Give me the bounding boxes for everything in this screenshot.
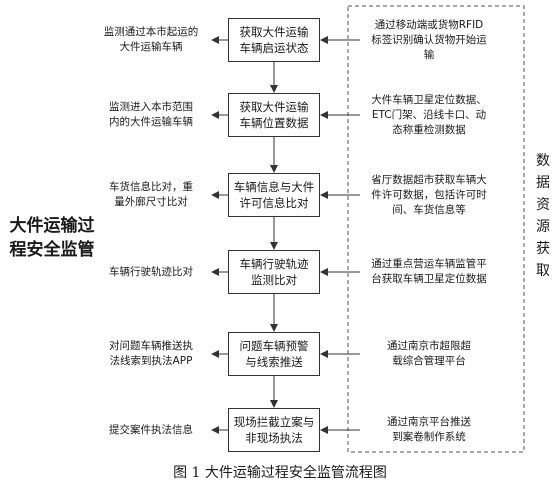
process-step-box: 问题车辆预警 与线索推送 bbox=[228, 332, 320, 376]
monitoring-description: 车辆行驶轨迹比对 bbox=[109, 265, 193, 278]
data-source-description: 省厅数据超市获取车辆大 件许可数据，包括许可时 间、车货信息等 bbox=[371, 173, 487, 216]
data-source-dashed-frame bbox=[347, 5, 525, 453]
monitoring-description: 车货信息比对，重 量外廓尺寸比对 bbox=[109, 181, 193, 208]
monitoring-description: 提交案件执法信息 bbox=[109, 423, 193, 436]
data-source-description: 通过重点营运车辆监管平 台获取车辆卫星定位数据 bbox=[371, 258, 487, 285]
monitoring-description: 监测通过本市起运的 大件运输车辆 bbox=[103, 26, 199, 53]
process-step-box: 车辆行驶轨迹 监测比对 bbox=[228, 250, 320, 294]
data-source-description: 通过移动端或货物RFID 标签识别确认货物开始运 输 bbox=[371, 18, 487, 61]
monitoring-description: 对问题车辆推送执 法线索到执法APP bbox=[109, 340, 193, 367]
process-step-box: 获取大件运输 车辆位置数据 bbox=[228, 93, 320, 137]
process-title: 大件运输过 程安全监管 bbox=[9, 216, 95, 260]
data-source-description: 通过南京市超限超 载综合管理平台 bbox=[387, 340, 471, 367]
monitoring-description: 监测进入本市范围 内的大件运输车辆 bbox=[109, 101, 193, 128]
data-source-description: 通过南京平台推送 到案卷制作系统 bbox=[387, 416, 471, 443]
figure-caption: 图 1 大件运输过程安全监管流程图 bbox=[173, 465, 387, 481]
process-step-box: 现场拦截立案与 非现场执法 bbox=[228, 408, 320, 452]
process-step-box: 车辆信息与大件 许可信息比对 bbox=[228, 173, 320, 217]
process-step-box: 获取大件运输 车辆启运状态 bbox=[228, 18, 320, 62]
data-source-description: 大件车辆卫星定位数据、 ETC门架、沿线卡口、动 态称重检测数据 bbox=[371, 93, 487, 136]
data-source-label: 数 据 资 源 获 取 bbox=[536, 153, 550, 279]
